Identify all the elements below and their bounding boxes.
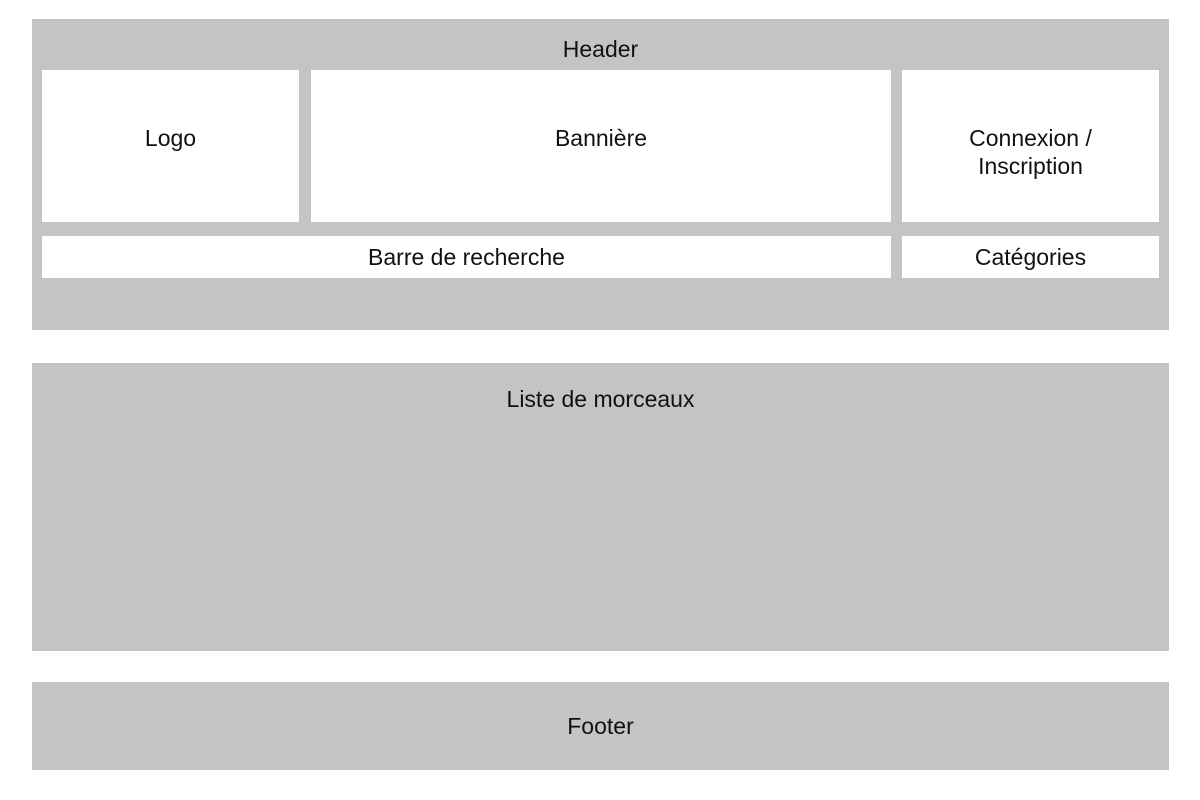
footer-title: Footer (567, 713, 634, 739)
track-list-title: Liste de morceaux (506, 386, 695, 412)
header-title: Header (562, 36, 639, 62)
login-signup-box: Connexion / Inscription (902, 70, 1159, 222)
logo-box: Logo (42, 70, 299, 222)
categories-box: Catégories (902, 236, 1159, 278)
search-bar-box: Barre de recherche (42, 236, 891, 278)
track-list-block: Liste de morceaux (32, 363, 1169, 651)
banner-box: Bannière (311, 70, 891, 222)
footer-block: Footer (32, 682, 1169, 770)
header-block: Header Logo Bannière Connexion / Inscrip… (32, 19, 1169, 330)
